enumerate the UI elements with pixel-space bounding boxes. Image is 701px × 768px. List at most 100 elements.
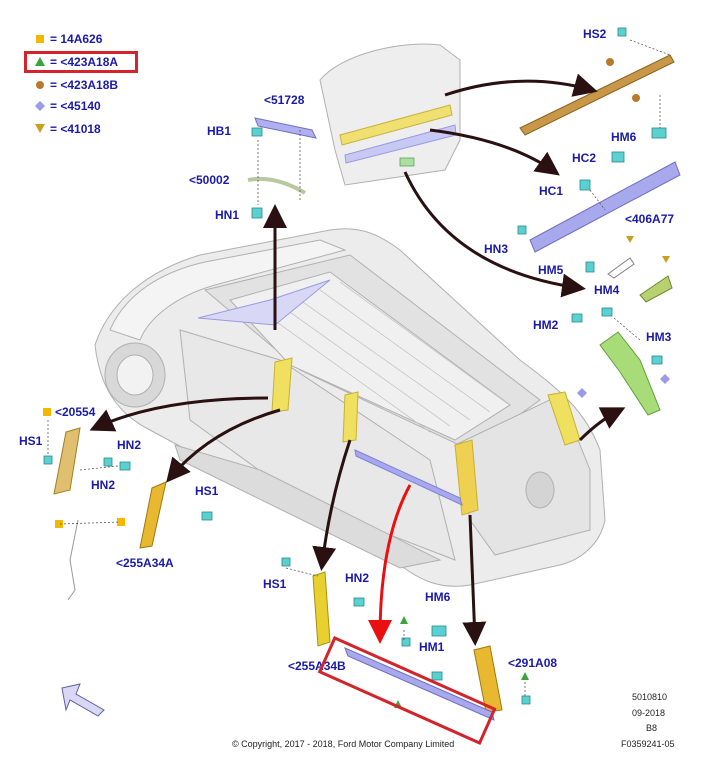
clip-hc1 — [579, 179, 591, 191]
arrows-dark — [89, 73, 626, 646]
footer-code3: F0359241-05 — [621, 739, 675, 749]
arrow-liftgate-to-molding — [444, 73, 598, 97]
label-hs1-bottom: HS1 — [263, 577, 287, 591]
label-hm6-bottom: HM6 — [425, 590, 451, 604]
label-255a34a: <255A34A — [116, 556, 174, 570]
fastener-tri-up-3 — [521, 672, 529, 680]
pillar-255a34a — [139, 481, 167, 549]
label-hs1-left: HS1 — [19, 434, 43, 448]
label-hm2: HM2 — [533, 318, 559, 332]
legend-diamond-symbol — [35, 101, 45, 111]
fastener-square-3 — [117, 518, 125, 526]
arrow-pillar-to-291a08 — [462, 514, 487, 646]
legend-text-14a626: = 14A626 — [50, 32, 103, 46]
arrow-pillar-to-255a34b — [312, 439, 352, 571]
body-parts-highlight — [197, 279, 581, 516]
clip-rocker-left — [401, 637, 411, 647]
clip-set — [43, 27, 667, 705]
legend-square-symbol — [36, 35, 44, 43]
bracket-hm4 — [639, 275, 673, 303]
label-hb1: HB1 — [207, 124, 232, 138]
label-hm4: HM4 — [594, 283, 620, 297]
label-hc1: HC1 — [539, 184, 564, 198]
leader-lines — [47, 39, 671, 696]
legend-circle-symbol — [36, 81, 44, 89]
label-hm5: HM5 — [538, 263, 564, 277]
pillar-255a34b — [312, 571, 331, 647]
arrow-rocker-to-423a18a — [368, 484, 412, 644]
label-291a08: <291A08 — [508, 656, 558, 670]
clip-hm2 — [571, 313, 583, 323]
bracket-hm5 — [607, 257, 635, 279]
footer-copyright: © Copyright, 2017 - 2018, Ford Motor Com… — [232, 739, 455, 749]
footer-code1: 5010810 — [632, 692, 668, 702]
fastener-symbols — [43, 58, 670, 708]
clip-hs1-left — [43, 455, 53, 465]
d-pillar-applique — [599, 331, 661, 416]
roof-lines — [259, 281, 509, 433]
arrow-liftgate-to-406a77 — [429, 128, 560, 176]
rocker-molding-423a18a — [344, 647, 495, 721]
clip-hm5 — [585, 261, 595, 273]
clip-hn2-bottom — [353, 597, 365, 607]
arrow-pillar-to-255a34a — [166, 408, 281, 483]
legend-triangle-down-symbol — [35, 124, 45, 133]
clip-hn3 — [517, 225, 527, 235]
label-hn2-bottom: HN2 — [345, 571, 370, 585]
label-255a34b: <255A34B — [288, 659, 346, 673]
fastener-tri-down-2 — [662, 256, 670, 263]
legend-triangle-symbol — [35, 57, 45, 66]
clip-hs1-mid — [201, 511, 213, 521]
legend-text-41018: = <41018 — [50, 122, 101, 136]
fastener-square-1 — [43, 408, 51, 416]
arrow-dpillar-to-applique — [578, 407, 626, 442]
label-hn2-left: HN2 — [117, 438, 142, 452]
clip-291-right — [521, 695, 531, 705]
liftgate-upper-molding — [519, 54, 675, 136]
legend-text-423a18b: = <423A18B — [50, 78, 119, 92]
label-hn1: HN1 — [215, 208, 240, 222]
seal-50002 — [247, 176, 307, 195]
pillar-20554 — [53, 427, 81, 495]
fastener-tri-down-1 — [626, 236, 634, 243]
clip-hs2 — [617, 27, 627, 37]
legend-text-423a18a: = <423A18A — [50, 55, 119, 69]
view-direction-arrow — [61, 683, 105, 717]
label-hs1-mid: HS1 — [195, 484, 219, 498]
clip-hm6-bottom — [431, 625, 447, 637]
clip-hn2-left2 — [103, 457, 113, 467]
label-hn2-left2: HN2 — [91, 478, 116, 492]
label-hc2: HC2 — [572, 151, 597, 165]
fastener-diamond-2 — [660, 374, 670, 384]
label-50002: <50002 — [189, 173, 230, 187]
legend-highlight-box — [24, 51, 138, 73]
label-hs2: HS2 — [583, 27, 607, 41]
label-hm3: HM3 — [646, 330, 672, 344]
clip-hm3 — [651, 355, 663, 365]
footer-code2: B8 — [646, 723, 658, 733]
clip-hm1 — [431, 671, 443, 681]
arrow-pillar-to-20554 — [89, 396, 269, 432]
arrow-liftgate-to-hm4 — [403, 171, 586, 298]
fastener-square-2 — [55, 520, 63, 528]
fastener-circle-1 — [606, 58, 614, 66]
roof-molding-51728 — [254, 117, 317, 139]
fastener-tri-up-2 — [394, 700, 402, 708]
clip-hm6-top — [651, 127, 667, 139]
fastener-tri-up-1 — [400, 616, 408, 624]
liftgate — [319, 43, 461, 186]
legend-text-45140: = <45140 — [50, 99, 101, 113]
pillar-291a08 — [473, 645, 503, 713]
fastener-diamond-1 — [577, 388, 587, 398]
clip-hb1 — [251, 127, 263, 137]
label-hm1: HM1 — [419, 640, 445, 654]
label-20554: <20554 — [55, 405, 96, 419]
clip-hc2 — [611, 151, 625, 163]
wiring-harness-left — [67, 519, 79, 601]
footer-date: 09-2018 — [632, 708, 666, 718]
clip-hn1 — [251, 207, 263, 219]
clip-hn2-left — [119, 461, 131, 471]
label-hm6-top: HM6 — [611, 130, 637, 144]
liftgate-applique-406a77 — [529, 161, 681, 253]
